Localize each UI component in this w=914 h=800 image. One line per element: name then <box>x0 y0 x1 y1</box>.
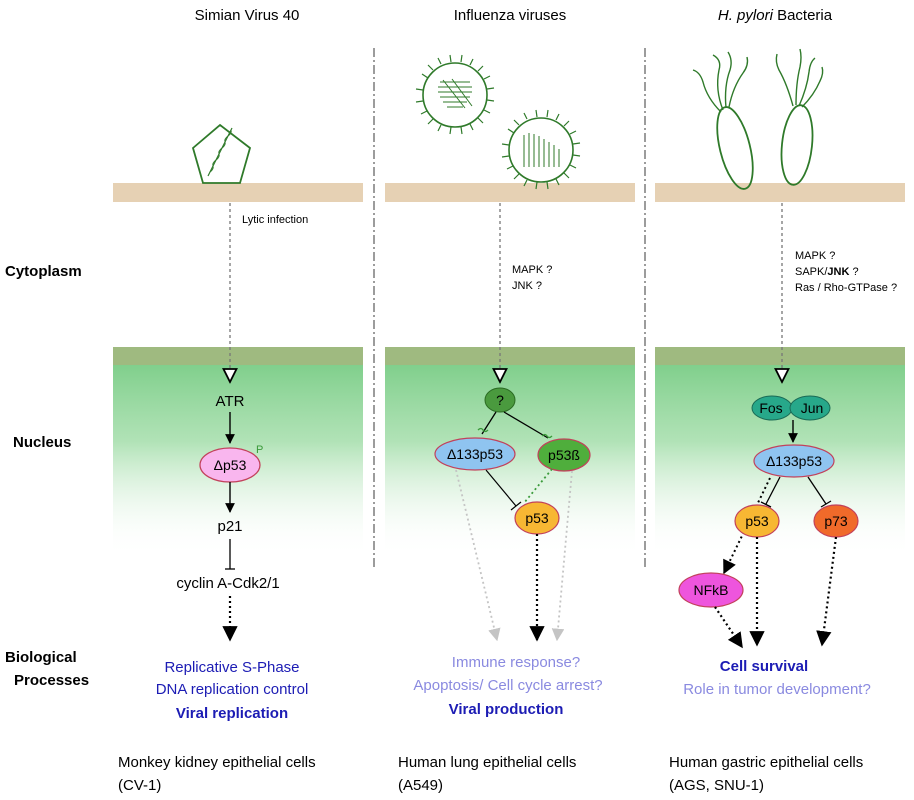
hpylori-bacterium-icon-1 <box>692 51 754 190</box>
inhibit-d133p53-to-p53-hpylori <box>765 476 781 505</box>
membrane-influenza <box>385 183 635 202</box>
outcome-influenza-3: Viral production <box>449 701 564 718</box>
outcome-sv40-2: DNA replication control <box>156 681 309 698</box>
arrow-p73-to-survival <box>816 536 838 647</box>
node-jun-label: Jun <box>801 400 824 416</box>
node-nfkb <box>678 572 744 608</box>
node-p21: p21 <box>217 518 242 535</box>
influenza-virion-icon-1 <box>415 54 495 135</box>
link-unknown-to-p53b <box>503 411 549 439</box>
node-jun <box>789 395 831 421</box>
link-p53b-to-p53 <box>523 468 553 504</box>
row-label-nucleus: Nucleus <box>13 434 71 451</box>
outcome-hpylori-1: Cell survival <box>720 658 808 675</box>
row-label-cytoplasm: Cytoplasm <box>5 263 82 280</box>
arrow-nfkb-to-survival <box>714 606 743 649</box>
cell-line-sv40-2: (CV-1) <box>118 777 161 794</box>
outcome-sv40-3: Viral replication <box>176 705 288 722</box>
node-fos-label: Fos <box>759 400 782 416</box>
hpylori-signal-line-2: SAPK/JNK ? <box>795 266 859 278</box>
link-unknown-to-d133p53 <box>481 411 497 435</box>
node-atr: ATR <box>216 393 245 410</box>
outcome-influenza-1: Immune response? <box>452 654 580 671</box>
cell-line-influenza-1: Human lung epithelial cells <box>398 754 576 771</box>
cell-line-influenza-2: (A549) <box>398 777 443 794</box>
column-title-hpylori: H. pylori Bacteria <box>718 7 833 24</box>
membrane-hpylori <box>655 183 905 202</box>
node-dp53-label: Δp53 <box>214 457 247 473</box>
inhibit-d133p53-to-p53 <box>485 469 517 507</box>
node-unknown <box>484 387 516 413</box>
arrow-d133p53-to-outcome <box>455 469 501 642</box>
hpylori-bacterium-icon-2 <box>775 48 824 186</box>
node-p73-label: p73 <box>824 513 848 529</box>
node-hpylori-p53-label: p53 <box>745 513 769 529</box>
influenza-signal-line-2: JNK ? <box>512 280 542 292</box>
node-cyclin-cdk: cyclin A-Cdk2/1 <box>176 575 279 592</box>
outcome-hpylori-2: Role in tumor development? <box>683 681 871 698</box>
cell-line-hpylori-1: Human gastric epithelial cells <box>669 754 863 771</box>
inhibit-d133p53-to-p73 <box>807 476 827 505</box>
hpylori-signal-line-3: Ras / Rho-GTPase ? <box>795 282 897 294</box>
column-title-sv40: Simian Virus 40 <box>195 7 300 24</box>
outcome-sv40-1: Replicative S-Phase <box>164 659 299 676</box>
phospho-label: P <box>256 444 263 456</box>
node-hpylori-d133p53 <box>753 444 835 478</box>
outcome-influenza-2: Apoptosis/ Cell cycle arrest? <box>413 677 602 694</box>
row-label-processes: Processes <box>14 672 89 689</box>
membrane-sv40 <box>113 183 363 202</box>
node-influenza-p53-label: p53 <box>525 510 549 526</box>
node-p53b-label: p53ß <box>548 447 580 463</box>
hpylori-signal-line-1: MAPK ? <box>795 250 835 262</box>
arrow-p53b-to-outcome <box>551 470 573 642</box>
node-nfkb-label: NFkB <box>694 582 729 598</box>
row-label-biological: Biological <box>5 649 77 666</box>
node-unknown-label: ? <box>496 392 504 408</box>
cell-line-sv40-1: Monkey kidney epithelial cells <box>118 754 316 771</box>
node-p53b <box>537 438 591 472</box>
cell-line-hpylori-2: (AGS, SNU-1) <box>669 777 764 794</box>
node-influenza-d133p53-label: Δ133p53 <box>447 446 503 462</box>
column-title-influenza: Influenza viruses <box>454 7 567 24</box>
node-influenza-d133p53 <box>434 437 516 471</box>
sv40-virion-icon <box>191 123 252 184</box>
influenza-virion-icon-2 <box>501 109 581 190</box>
sv40-signal-label: Lytic infection <box>242 214 308 226</box>
node-hpylori-d133p53-label: Δ133p53 <box>766 453 822 469</box>
nucleus-region-influenza <box>385 347 635 557</box>
influenza-signal-line-1: MAPK ? <box>512 264 552 276</box>
